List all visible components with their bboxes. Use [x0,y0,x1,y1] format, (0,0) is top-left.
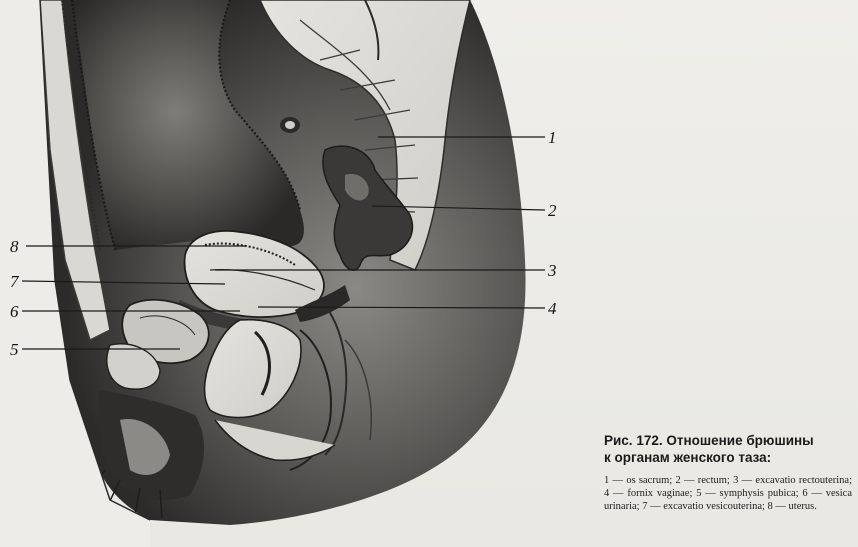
figure-caption: Рис. 172. Отношение брюшины к органам же… [604,432,852,513]
callout-5: 5 [10,340,19,359]
caption-title-line-2: к органам женского таза: [604,450,772,465]
callout-7: 7 [10,272,19,291]
callout-8: 8 [10,237,19,256]
callout-4: 4 [548,299,557,318]
peritoneal-cavity [70,0,304,250]
symphysis-pubica [106,343,161,390]
callout-1: 1 [548,128,557,147]
pelvis-sagittal-section-drawing [21,0,546,525]
callout-6: 6 [10,302,19,321]
callout-2: 2 [548,201,557,220]
uterus [183,230,325,318]
vagina [203,318,302,419]
leader-lines [21,136,546,350]
urinary-bladder [121,298,210,364]
callout-3: 3 [548,261,557,280]
caption-title-line-1: Рис. 172. Отношение брюшины [604,433,814,448]
anatomical-illustration: 1 2 3 4 5 6 7 8 [10,0,557,525]
abdominal-wall [39,0,111,342]
caption-title: Рис. 172. Отношение брюшины к органам же… [604,432,852,466]
caption-legend: 1 — os sacrum; 2 — rectum; 3 — excavatio… [604,475,852,512]
